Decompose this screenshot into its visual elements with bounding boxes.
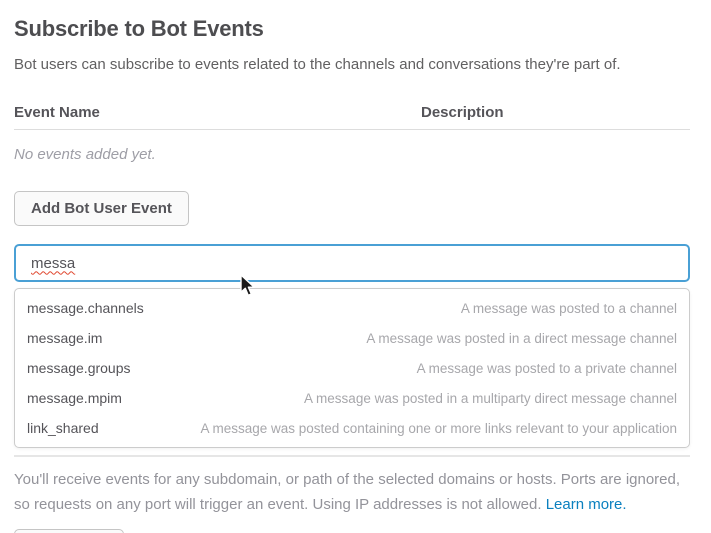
event-search-input-value: messa [31, 254, 76, 272]
page-title: Subscribe to Bot Events [14, 16, 264, 41]
event-search-input[interactable]: messa [14, 244, 690, 282]
domains-help-text: You'll receive events for any subdomain,… [14, 467, 684, 517]
suggestion-message-mpim[interactable]: message.mpim A message was posted in a m… [15, 383, 689, 413]
suggestion-message-groups[interactable]: message.groups A message was posted to a… [15, 353, 689, 383]
subscribe-bot-events-section: Subscribe to Bot Events Bot users can su… [0, 15, 711, 533]
suggestion-description: A message was posted to a private channe… [416, 360, 677, 376]
event-suggestions-dropdown: message.channels A message was posted to… [14, 288, 690, 448]
domains-help-text-body: You'll receive events for any subdomain,… [14, 471, 681, 513]
suggestion-name: message.channels [27, 300, 144, 316]
suggestion-message-im[interactable]: message.im A message was posted in a dir… [15, 323, 689, 353]
suggestion-description: A message was posted in a direct message… [366, 330, 677, 346]
suggestion-description: A message was posted to a channel [460, 300, 677, 316]
section-divider [14, 455, 690, 457]
suggestion-name: message.mpim [27, 390, 122, 406]
suggestion-message-channels[interactable]: message.channels A message was posted to… [15, 293, 689, 323]
column-header-description: Description [421, 104, 504, 121]
suggestion-link-shared[interactable]: link_shared A message was posted contain… [15, 413, 689, 443]
empty-events-message: No events added yet. [14, 146, 156, 163]
suggestion-name: message.im [27, 330, 103, 346]
page-subtitle: Bot users can subscribe to events relate… [14, 56, 621, 73]
events-table-header: Event Name Description [14, 103, 690, 123]
suggestion-description: A message was posted in a multiparty dir… [304, 390, 677, 406]
learn-more-link[interactable]: Learn more. [545, 496, 627, 513]
partial-bottom-button[interactable] [14, 529, 124, 533]
add-bot-user-event-button[interactable]: Add Bot User Event [14, 191, 189, 226]
suggestion-name: message.groups [27, 360, 131, 376]
column-header-event-name: Event Name [14, 104, 100, 121]
suggestion-name: link_shared [27, 420, 99, 436]
suggestion-description: A message was posted containing one or m… [200, 420, 677, 436]
table-header-divider [14, 129, 690, 130]
